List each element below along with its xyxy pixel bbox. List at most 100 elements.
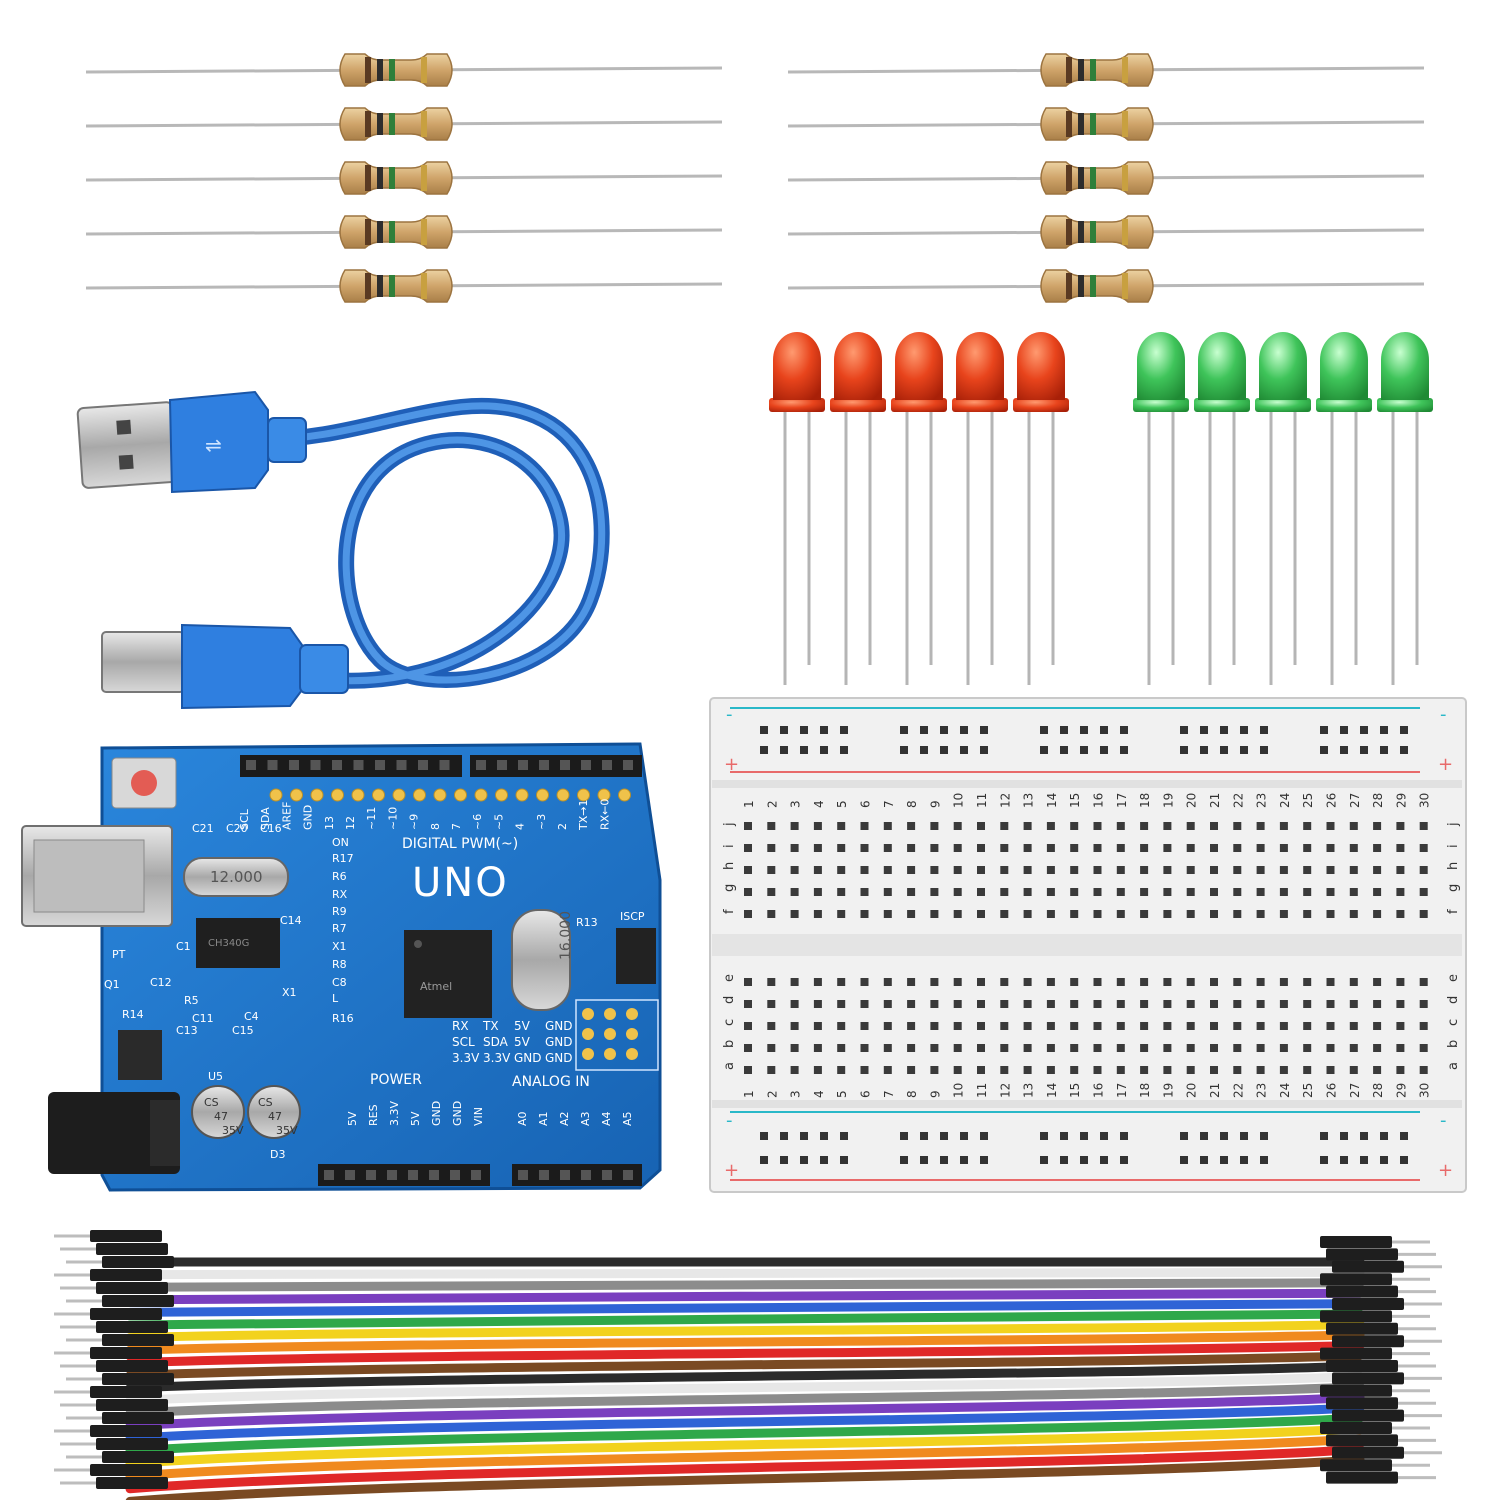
column-number: 25 bbox=[1301, 793, 1315, 808]
rail-hole bbox=[1200, 1156, 1208, 1164]
terminal-hole bbox=[767, 910, 776, 918]
terminal-hole bbox=[1279, 910, 1288, 918]
led-dome bbox=[1137, 332, 1185, 400]
column-number: 27 bbox=[1348, 793, 1362, 808]
usb-cable: ⇌ bbox=[76, 390, 610, 710]
column-number: 22 bbox=[1231, 1083, 1245, 1098]
rail-hole bbox=[920, 1132, 928, 1140]
header-pin bbox=[246, 760, 256, 770]
rail-hole bbox=[1200, 1132, 1208, 1140]
column-number: 28 bbox=[1371, 1083, 1385, 1098]
column-number: 4 bbox=[812, 1090, 826, 1098]
terminal-hole bbox=[883, 822, 892, 830]
terminal-hole bbox=[930, 1000, 939, 1008]
rail-hole bbox=[980, 1156, 988, 1164]
terminal-hole bbox=[1373, 1000, 1382, 1008]
rail-hole bbox=[1040, 746, 1048, 754]
header-pin bbox=[623, 1170, 633, 1180]
terminal-hole bbox=[1303, 1022, 1312, 1030]
rail-hole bbox=[820, 1156, 828, 1164]
column-number: 16 bbox=[1092, 1083, 1106, 1098]
terminal-hole bbox=[1163, 822, 1172, 830]
terminal-hole bbox=[813, 822, 822, 830]
wire-connector bbox=[90, 1230, 162, 1242]
terminal-hole bbox=[1373, 822, 1382, 830]
pin-pad bbox=[536, 788, 549, 802]
terminal-hole bbox=[1023, 844, 1032, 852]
header-pin bbox=[408, 1170, 418, 1180]
terminal-hole bbox=[977, 1022, 985, 1030]
terminal-hole bbox=[1303, 1000, 1312, 1008]
rail-hole bbox=[1040, 1132, 1048, 1140]
terminal-hole bbox=[1326, 866, 1335, 874]
terminal-hole bbox=[907, 1044, 916, 1052]
terminal-hole bbox=[1303, 844, 1312, 852]
silk-label: C16 bbox=[260, 822, 282, 835]
jumper-wire bbox=[125, 1423, 1365, 1469]
terminal-hole bbox=[1279, 866, 1288, 874]
breadboard: - + - + - + - + 112233445566778899101011… bbox=[709, 697, 1467, 1193]
terminal-hole bbox=[1373, 1066, 1382, 1074]
row-letter: c bbox=[1446, 1019, 1461, 1026]
terminal-hole bbox=[1326, 822, 1335, 830]
terminal-hole bbox=[837, 822, 846, 830]
terminal-hole bbox=[930, 978, 939, 986]
rail-hole bbox=[1080, 726, 1088, 734]
usb-b-plug bbox=[101, 623, 349, 710]
icsp-pin-label: 3.3V bbox=[452, 1051, 480, 1065]
terminal-hole bbox=[1233, 822, 1242, 830]
terminal-hole bbox=[1210, 1044, 1218, 1052]
terminal-hole bbox=[1233, 1044, 1242, 1052]
terminal-hole bbox=[767, 866, 776, 874]
terminal-hole bbox=[1046, 1022, 1055, 1030]
terminal-hole bbox=[1279, 1000, 1288, 1008]
terminal-hole bbox=[883, 1044, 892, 1052]
rail-hole bbox=[1220, 1156, 1228, 1164]
terminal-hole bbox=[1349, 822, 1358, 830]
terminal-hole bbox=[1046, 910, 1055, 918]
digital-pwm-label: DIGITAL PWM(~) bbox=[402, 836, 518, 852]
terminal-hole bbox=[1326, 1022, 1335, 1030]
led-rim bbox=[1255, 398, 1311, 412]
header-pin-label: 13 bbox=[323, 816, 336, 830]
silk-label: R5 bbox=[184, 994, 199, 1007]
terminal-hole bbox=[1023, 1066, 1032, 1074]
icsp-pin-label: GND bbox=[545, 1051, 573, 1065]
terminal-hole bbox=[1116, 978, 1125, 986]
terminal-hole bbox=[1326, 978, 1335, 986]
terminal-hole bbox=[1396, 1066, 1405, 1074]
resistor-band bbox=[1066, 165, 1072, 191]
resistor-band bbox=[377, 167, 383, 189]
terminal-hole bbox=[1326, 844, 1335, 852]
jumper-wire-shade bbox=[125, 1267, 1365, 1280]
terminal-hole bbox=[1140, 866, 1149, 874]
resistor bbox=[85, 269, 723, 303]
resistor-band bbox=[1078, 113, 1084, 135]
row-letter: h bbox=[1446, 862, 1461, 870]
wire-connector bbox=[1320, 1236, 1392, 1248]
jumper-wire bbox=[125, 1413, 1365, 1456]
rail-top-plus-r: + bbox=[1438, 754, 1453, 775]
resistor-band bbox=[421, 111, 427, 137]
rail-hole bbox=[780, 726, 788, 734]
terminal-hole bbox=[1233, 844, 1242, 852]
column-number: 14 bbox=[1045, 1083, 1059, 1098]
rail-hole bbox=[1260, 726, 1268, 734]
terminal-hole bbox=[1023, 978, 1032, 986]
resistor-body bbox=[339, 107, 453, 141]
column-number: 12 bbox=[998, 1083, 1012, 1098]
terminal-hole bbox=[860, 910, 869, 918]
column-number: 28 bbox=[1371, 793, 1385, 808]
icsp-header bbox=[616, 928, 656, 984]
header-strip bbox=[470, 755, 642, 777]
column-number: 20 bbox=[1185, 1083, 1199, 1098]
icsp-pad bbox=[582, 1008, 594, 1020]
column-number: 11 bbox=[975, 1083, 989, 1098]
silk-label: R13 bbox=[576, 916, 598, 929]
terminal-hole bbox=[1373, 1044, 1382, 1052]
terminal-hole bbox=[1116, 910, 1125, 918]
terminal-hole bbox=[1000, 910, 1009, 918]
terminal-hole bbox=[1279, 978, 1288, 986]
terminal-hole bbox=[1373, 866, 1382, 874]
resistor bbox=[787, 107, 1425, 141]
